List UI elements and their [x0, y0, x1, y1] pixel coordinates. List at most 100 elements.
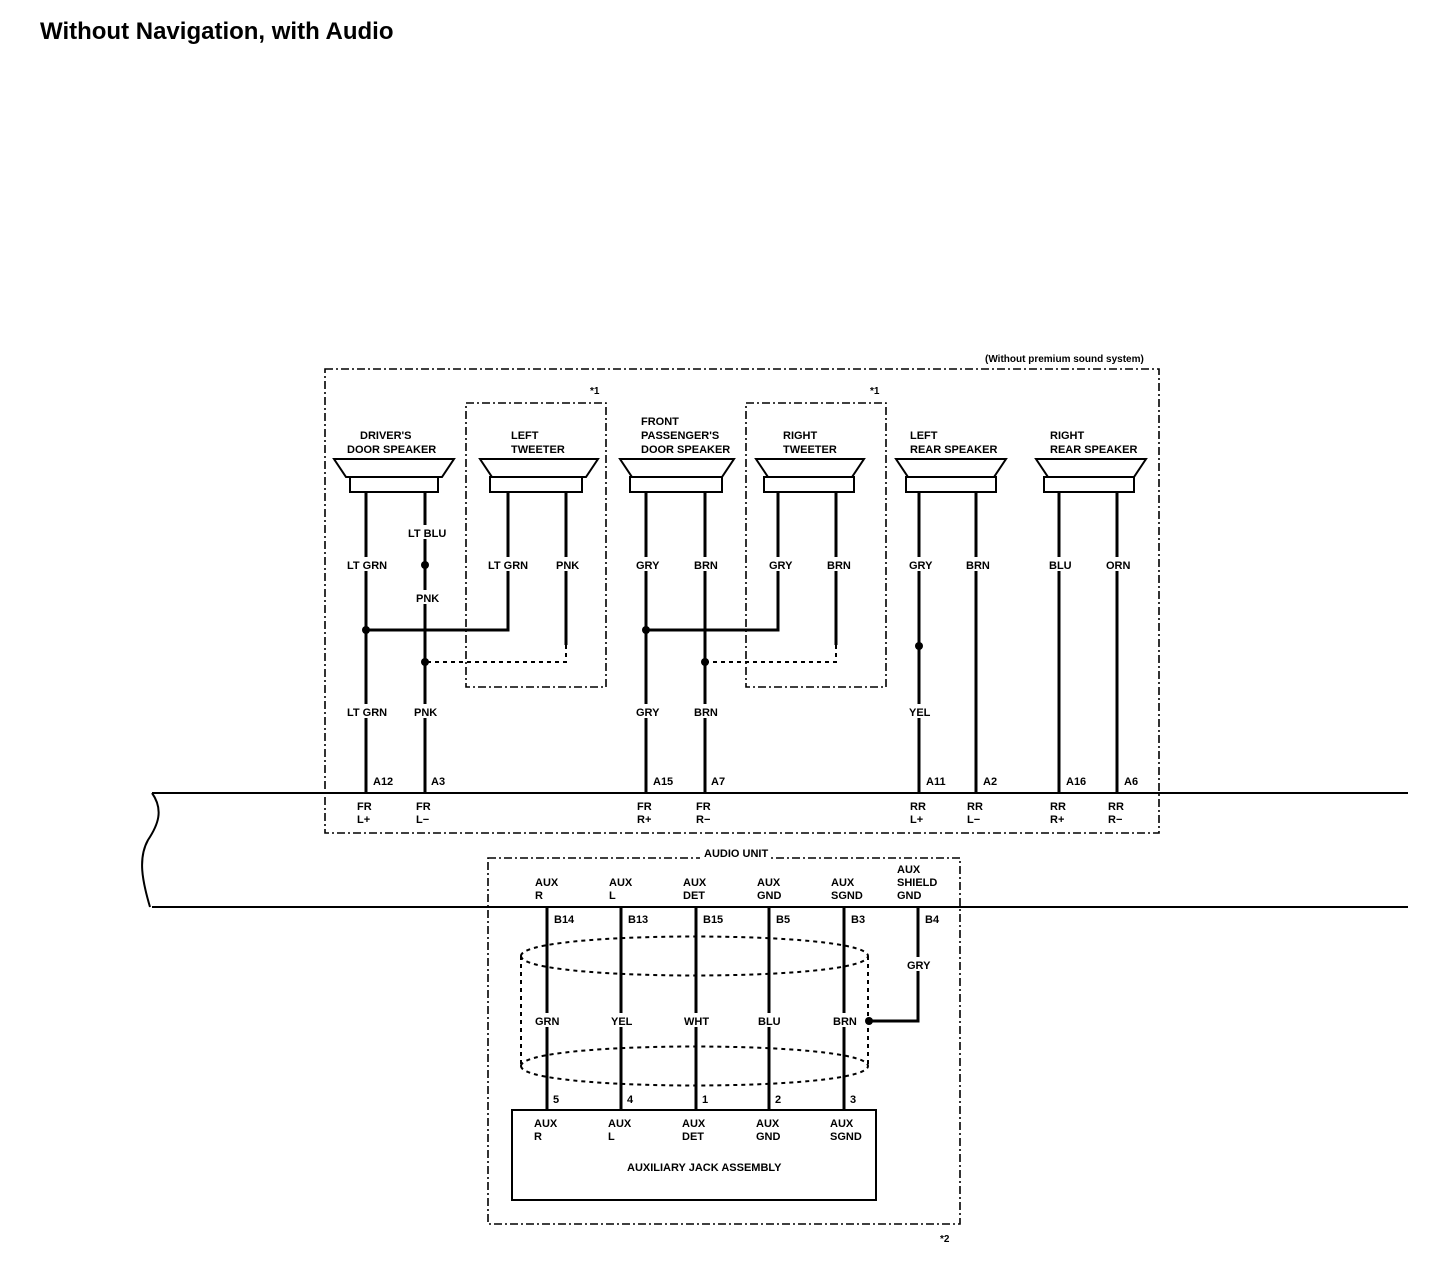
front-passenger-speaker-label: FRONT PASSENGER'S DOOR SPEAKER [641, 416, 730, 456]
note-star1-right: *1 [870, 386, 880, 397]
svg-text:BRN: BRN [694, 560, 718, 572]
svg-text:B13: B13 [628, 914, 648, 926]
aux-pin-labels: B14 B13 B15 B5 B3 B4 [554, 914, 940, 926]
left-tweeter-icon [478, 458, 600, 493]
svg-text:B3: B3 [851, 914, 865, 926]
svg-text:BRN: BRN [966, 560, 990, 572]
svg-text:BRN: BRN [827, 560, 851, 572]
svg-text:ORN: ORN [1106, 560, 1131, 572]
svg-text:3: 3 [850, 1094, 856, 1106]
svg-text:2: 2 [775, 1094, 781, 1106]
left-rear-speaker-label: LEFT REAR SPEAKER [910, 430, 997, 456]
right-rear-speaker-icon [1034, 458, 1148, 493]
svg-text:A3: A3 [431, 776, 445, 788]
svg-text:A7: A7 [711, 776, 725, 788]
svg-text:GRN: GRN [535, 1016, 560, 1028]
aux-jack-assembly-label: AUXILIARY JACK ASSEMBLY [627, 1162, 782, 1174]
audio-unit-body [141, 792, 1408, 908]
jack-pin-labels: 5 4 1 2 3 [553, 1094, 856, 1106]
svg-text:FRL+: FRL+ [357, 801, 372, 826]
svg-text:RRR−: RRR− [1108, 801, 1124, 826]
svg-text:BRN: BRN [833, 1016, 857, 1028]
driver-door-speaker-icon [332, 458, 456, 493]
svg-text:A12: A12 [373, 776, 393, 788]
svg-text:4: 4 [627, 1094, 634, 1106]
svg-text:RRL−: RRL− [967, 801, 983, 826]
svg-text:LT GRN: LT GRN [347, 707, 387, 719]
svg-text:A15: A15 [653, 776, 673, 788]
right-tweeter-label: RIGHT TWEETER [783, 430, 837, 456]
svg-text:B4: B4 [925, 914, 940, 926]
svg-text:LT GRN: LT GRN [347, 560, 387, 572]
svg-text:FRL−: FRL− [416, 801, 431, 826]
svg-text:GRY: GRY [636, 707, 660, 719]
svg-text:YEL: YEL [611, 1016, 633, 1028]
svg-text:A6: A6 [1124, 776, 1138, 788]
svg-text:RRL+: RRL+ [910, 801, 926, 826]
aux-jack-assembly-box [511, 1109, 877, 1201]
svg-text:A16: A16 [1066, 776, 1086, 788]
front-pin-labels: A12 A3 A15 A7 A11 A2 A16 A6 [373, 776, 1138, 788]
svg-text:PNK: PNK [416, 593, 439, 605]
aux-wires [545, 907, 920, 1110]
audio-unit-label: AUDIO UNIT [704, 848, 768, 860]
svg-text:LT BLU: LT BLU [408, 528, 446, 540]
left-tweeter-label: LEFT TWEETER [511, 430, 565, 456]
svg-text:PNK: PNK [414, 707, 437, 719]
svg-text:5: 5 [553, 1094, 559, 1106]
lower-wire-labels: LT GRN PNK GRY BRN YEL [345, 704, 935, 719]
svg-text:GRY: GRY [769, 560, 793, 572]
front-passenger-speaker-icon [618, 458, 736, 493]
svg-text:FRR−: FRR− [696, 801, 711, 826]
left-tweeter-boundary [465, 402, 607, 688]
svg-text:WHT: WHT [684, 1016, 709, 1028]
svg-text:GRY: GRY [636, 560, 660, 572]
svg-text:RRR+: RRR+ [1050, 801, 1066, 826]
upper-wire-labels: LT BLU LT GRN PNK LT GRN PNK GRY BRN GRY… [345, 525, 1132, 605]
right-rear-speaker-label: RIGHT REAR SPEAKER [1050, 430, 1137, 456]
shielded-cable [520, 935, 869, 1087]
svg-text:B5: B5 [776, 914, 790, 926]
svg-text:BLU: BLU [758, 1016, 781, 1028]
note-star1-left: *1 [590, 386, 600, 397]
svg-text:GRY: GRY [909, 560, 933, 572]
page-title: Without Navigation, with Audio [40, 18, 394, 45]
premium-note: (Without premium sound system) [985, 354, 1144, 365]
svg-text:B15: B15 [703, 914, 723, 926]
svg-text:LT GRN: LT GRN [488, 560, 528, 572]
svg-text:BLU: BLU [1049, 560, 1072, 572]
splice-points [362, 561, 923, 666]
svg-text:PNK: PNK [556, 560, 579, 572]
speaker-system-boundary [324, 368, 1160, 834]
svg-text:GRY: GRY [907, 960, 931, 972]
note-star2: *2 [940, 1234, 950, 1245]
left-rear-speaker-icon [894, 458, 1008, 493]
svg-text:1: 1 [702, 1094, 708, 1106]
right-tweeter-boundary [745, 402, 887, 688]
right-tweeter-icon [754, 458, 866, 493]
svg-text:FRR+: FRR+ [637, 801, 652, 826]
svg-text:A11: A11 [926, 776, 946, 788]
speaker-wires [364, 492, 1119, 793]
aux-wire-labels: GRY GRN YEL WHT BLU BRN [533, 957, 933, 1028]
driver-door-speaker-label: DRIVER'S DOOR SPEAKER [347, 430, 436, 456]
svg-text:B14: B14 [554, 914, 575, 926]
svg-text:A2: A2 [983, 776, 997, 788]
svg-text:YEL: YEL [909, 707, 931, 719]
svg-text:BRN: BRN [694, 707, 718, 719]
